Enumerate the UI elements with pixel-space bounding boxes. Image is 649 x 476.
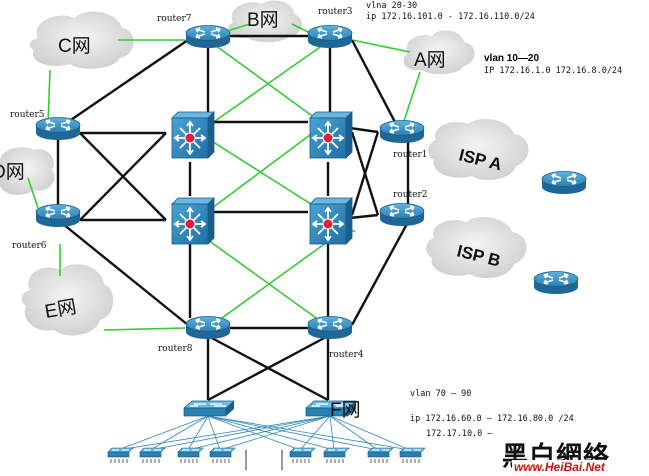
cloud-b <box>228 0 302 43</box>
router5-label: router5 <box>10 110 45 120</box>
isp-b-router-icon <box>533 270 579 295</box>
router3-ip-annotation: ip 172.16.101.0 - 172.16.110.0/24 <box>366 12 535 22</box>
edge-switch-icon <box>367 447 394 464</box>
green-links <box>27 23 421 331</box>
watermark-url: www.HeiBai.Net <box>512 460 607 474</box>
cloud-c <box>29 11 134 69</box>
edge-switch-icon <box>139 447 166 464</box>
router3-icon <box>307 24 353 49</box>
network-c-label: C网 <box>58 36 91 57</box>
router5-icon <box>35 116 81 141</box>
router8-label: router8 <box>158 344 193 354</box>
router2-icon <box>379 202 425 227</box>
edge-switch-icon <box>107 447 134 464</box>
router7-icon <box>185 24 231 49</box>
router3-label: router3 <box>318 7 353 17</box>
router4-label: router4 <box>329 350 364 360</box>
cloud-isp-a <box>428 119 529 181</box>
edge-switch-icon <box>323 447 350 464</box>
network-f-ip-annotation-2: 172.17.10.0 — <box>426 429 493 439</box>
network-f-vlan-annotation: vlan 70 — 90 <box>410 389 472 399</box>
core-switch-1-icon <box>171 111 215 159</box>
black-links <box>56 34 410 402</box>
cloud-d <box>0 147 55 195</box>
edge-switch-icon <box>399 447 426 464</box>
edge-switch-icon <box>209 447 236 464</box>
edge-switch-icon <box>289 447 316 464</box>
core-switch-2-icon <box>309 111 353 159</box>
cloud-a <box>403 30 475 75</box>
watermark: 黑白網絡 www.HeiBai.Net <box>502 438 646 474</box>
network-d-label: D网 <box>0 162 25 183</box>
access-links <box>117 415 411 451</box>
network-a-vlan-annotation: vlan 10—20 <box>484 53 540 64</box>
router7-label: router7 <box>157 14 192 24</box>
router6-icon <box>35 203 81 228</box>
core-switch-3-icon <box>171 197 215 245</box>
network-f-label: F网 <box>330 400 361 421</box>
network-b-label: B网 <box>247 10 279 31</box>
router8-icon <box>185 315 231 340</box>
cloud-isp-b <box>426 217 527 279</box>
router3-vlan-annotation: vlna 20-30 <box>366 1 418 11</box>
router4-icon <box>307 315 353 340</box>
network-a-label: A网 <box>414 50 446 71</box>
router2-label: router2 <box>393 190 428 200</box>
network-f-ip-annotation-1: ip 172.16.60.0 — 172.16.80.0 /24 <box>410 414 574 424</box>
router6-label: router6 <box>12 241 47 251</box>
access-switch-left-icon <box>183 400 235 417</box>
core-switch-4-icon <box>309 197 353 245</box>
router1-label: router1 <box>393 150 428 160</box>
cloud-e <box>21 264 114 336</box>
edge-switch-icon <box>177 447 204 464</box>
router1-icon <box>379 119 425 144</box>
isp-a-router-icon <box>541 170 587 195</box>
network-a-ip-annotation: IP 172.16.1.0 172.16.8.0/24 <box>484 66 623 76</box>
